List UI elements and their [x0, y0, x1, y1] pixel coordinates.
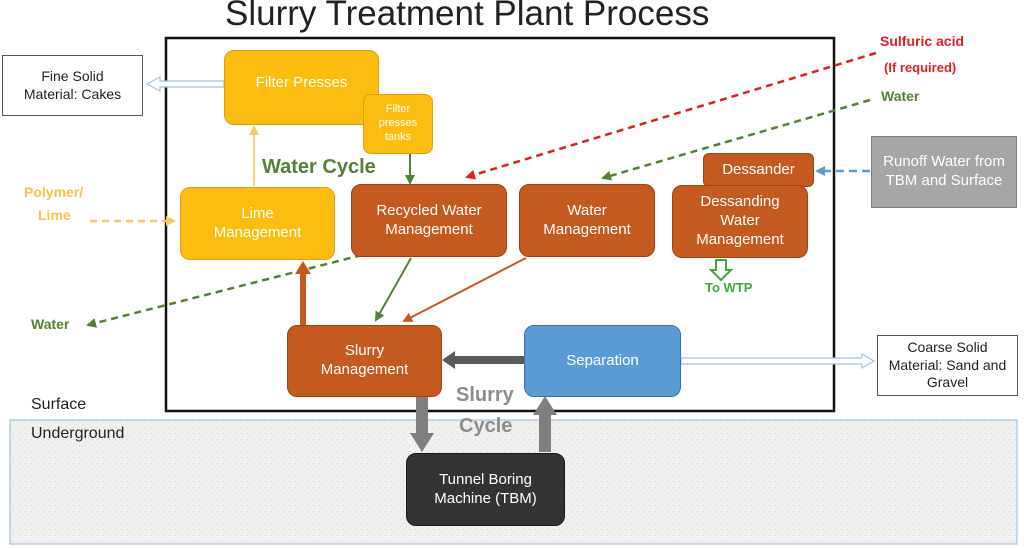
filter-presses-tanks-box: Filter presses tanks: [363, 94, 433, 154]
cakes-output-arrow: [145, 75, 225, 93]
dessanding-water-management-box: Dessanding Water Management: [672, 185, 808, 258]
dessander-box: Dessander: [703, 153, 814, 187]
separation-to-slurry-arrow: [442, 351, 524, 369]
water-in-label: Water: [881, 88, 920, 104]
coarse-solid-output-box: Coarse Solid Material: Sand and Gravel: [877, 335, 1018, 396]
underground-label: Underground: [31, 425, 125, 442]
to-wtp-arrow: [708, 259, 734, 282]
slurry-cycle-label-2: Cycle: [459, 415, 513, 437]
if-required-label: (If required): [884, 60, 957, 75]
lime-management-box: Lime Management: [180, 187, 335, 260]
coarse-output-arrow: [680, 352, 876, 370]
slurry-to-lime-arrow: [295, 261, 311, 325]
slurry-cycle-label-1: Slurry: [456, 384, 514, 406]
separation-box: Separation: [524, 325, 681, 397]
polymer-label: Polymer/: [24, 184, 84, 200]
fine-solid-output-box: Fine Solid Material: Cakes: [2, 55, 143, 116]
tbm-to-separation-arrow: [533, 396, 557, 452]
water-cycle-label: Water Cycle: [262, 156, 376, 178]
to-wtp-label: To WTP: [705, 280, 753, 295]
water-in-arrow: [601, 98, 871, 181]
water-mgmt-to-slurry-arrow: [402, 257, 527, 322]
surface-label: Surface: [31, 396, 87, 413]
slurry-to-tbm-arrow: [410, 396, 434, 452]
slurry-management-box: Slurry Management: [287, 325, 442, 397]
lime-label: Lime: [38, 207, 71, 223]
recycled-water-management-box: Recycled Water Management: [351, 184, 507, 257]
tbm-box: Tunnel Boring Machine (TBM): [406, 453, 565, 526]
runoff-water-box: Runoff Water from TBM and Surface: [871, 136, 1017, 208]
sulfuric-acid-label: Sulfuric acid: [880, 33, 965, 49]
page-title: Slurry Treatment Plant Process: [225, 0, 710, 33]
recycled-to-slurry-arrow: [375, 257, 412, 322]
water-management-box: Water Management: [519, 184, 655, 257]
filter-presses-box: Filter Presses: [224, 50, 379, 125]
water-out-label: Water: [31, 316, 70, 332]
